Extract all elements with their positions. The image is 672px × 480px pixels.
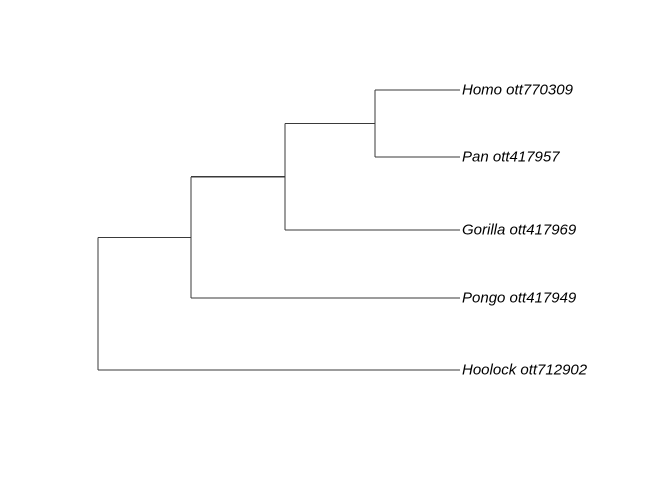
tip-label-pan: Pan ott417957 [462,148,560,166]
tip-label-hoolock: Hoolock ott712902 [462,361,588,379]
tip-label-gorilla: Gorilla ott417969 [462,221,577,239]
tip-label-homo: Homo ott770309 [462,81,573,99]
tip-label-pongo: Pongo ott417949 [462,289,577,307]
